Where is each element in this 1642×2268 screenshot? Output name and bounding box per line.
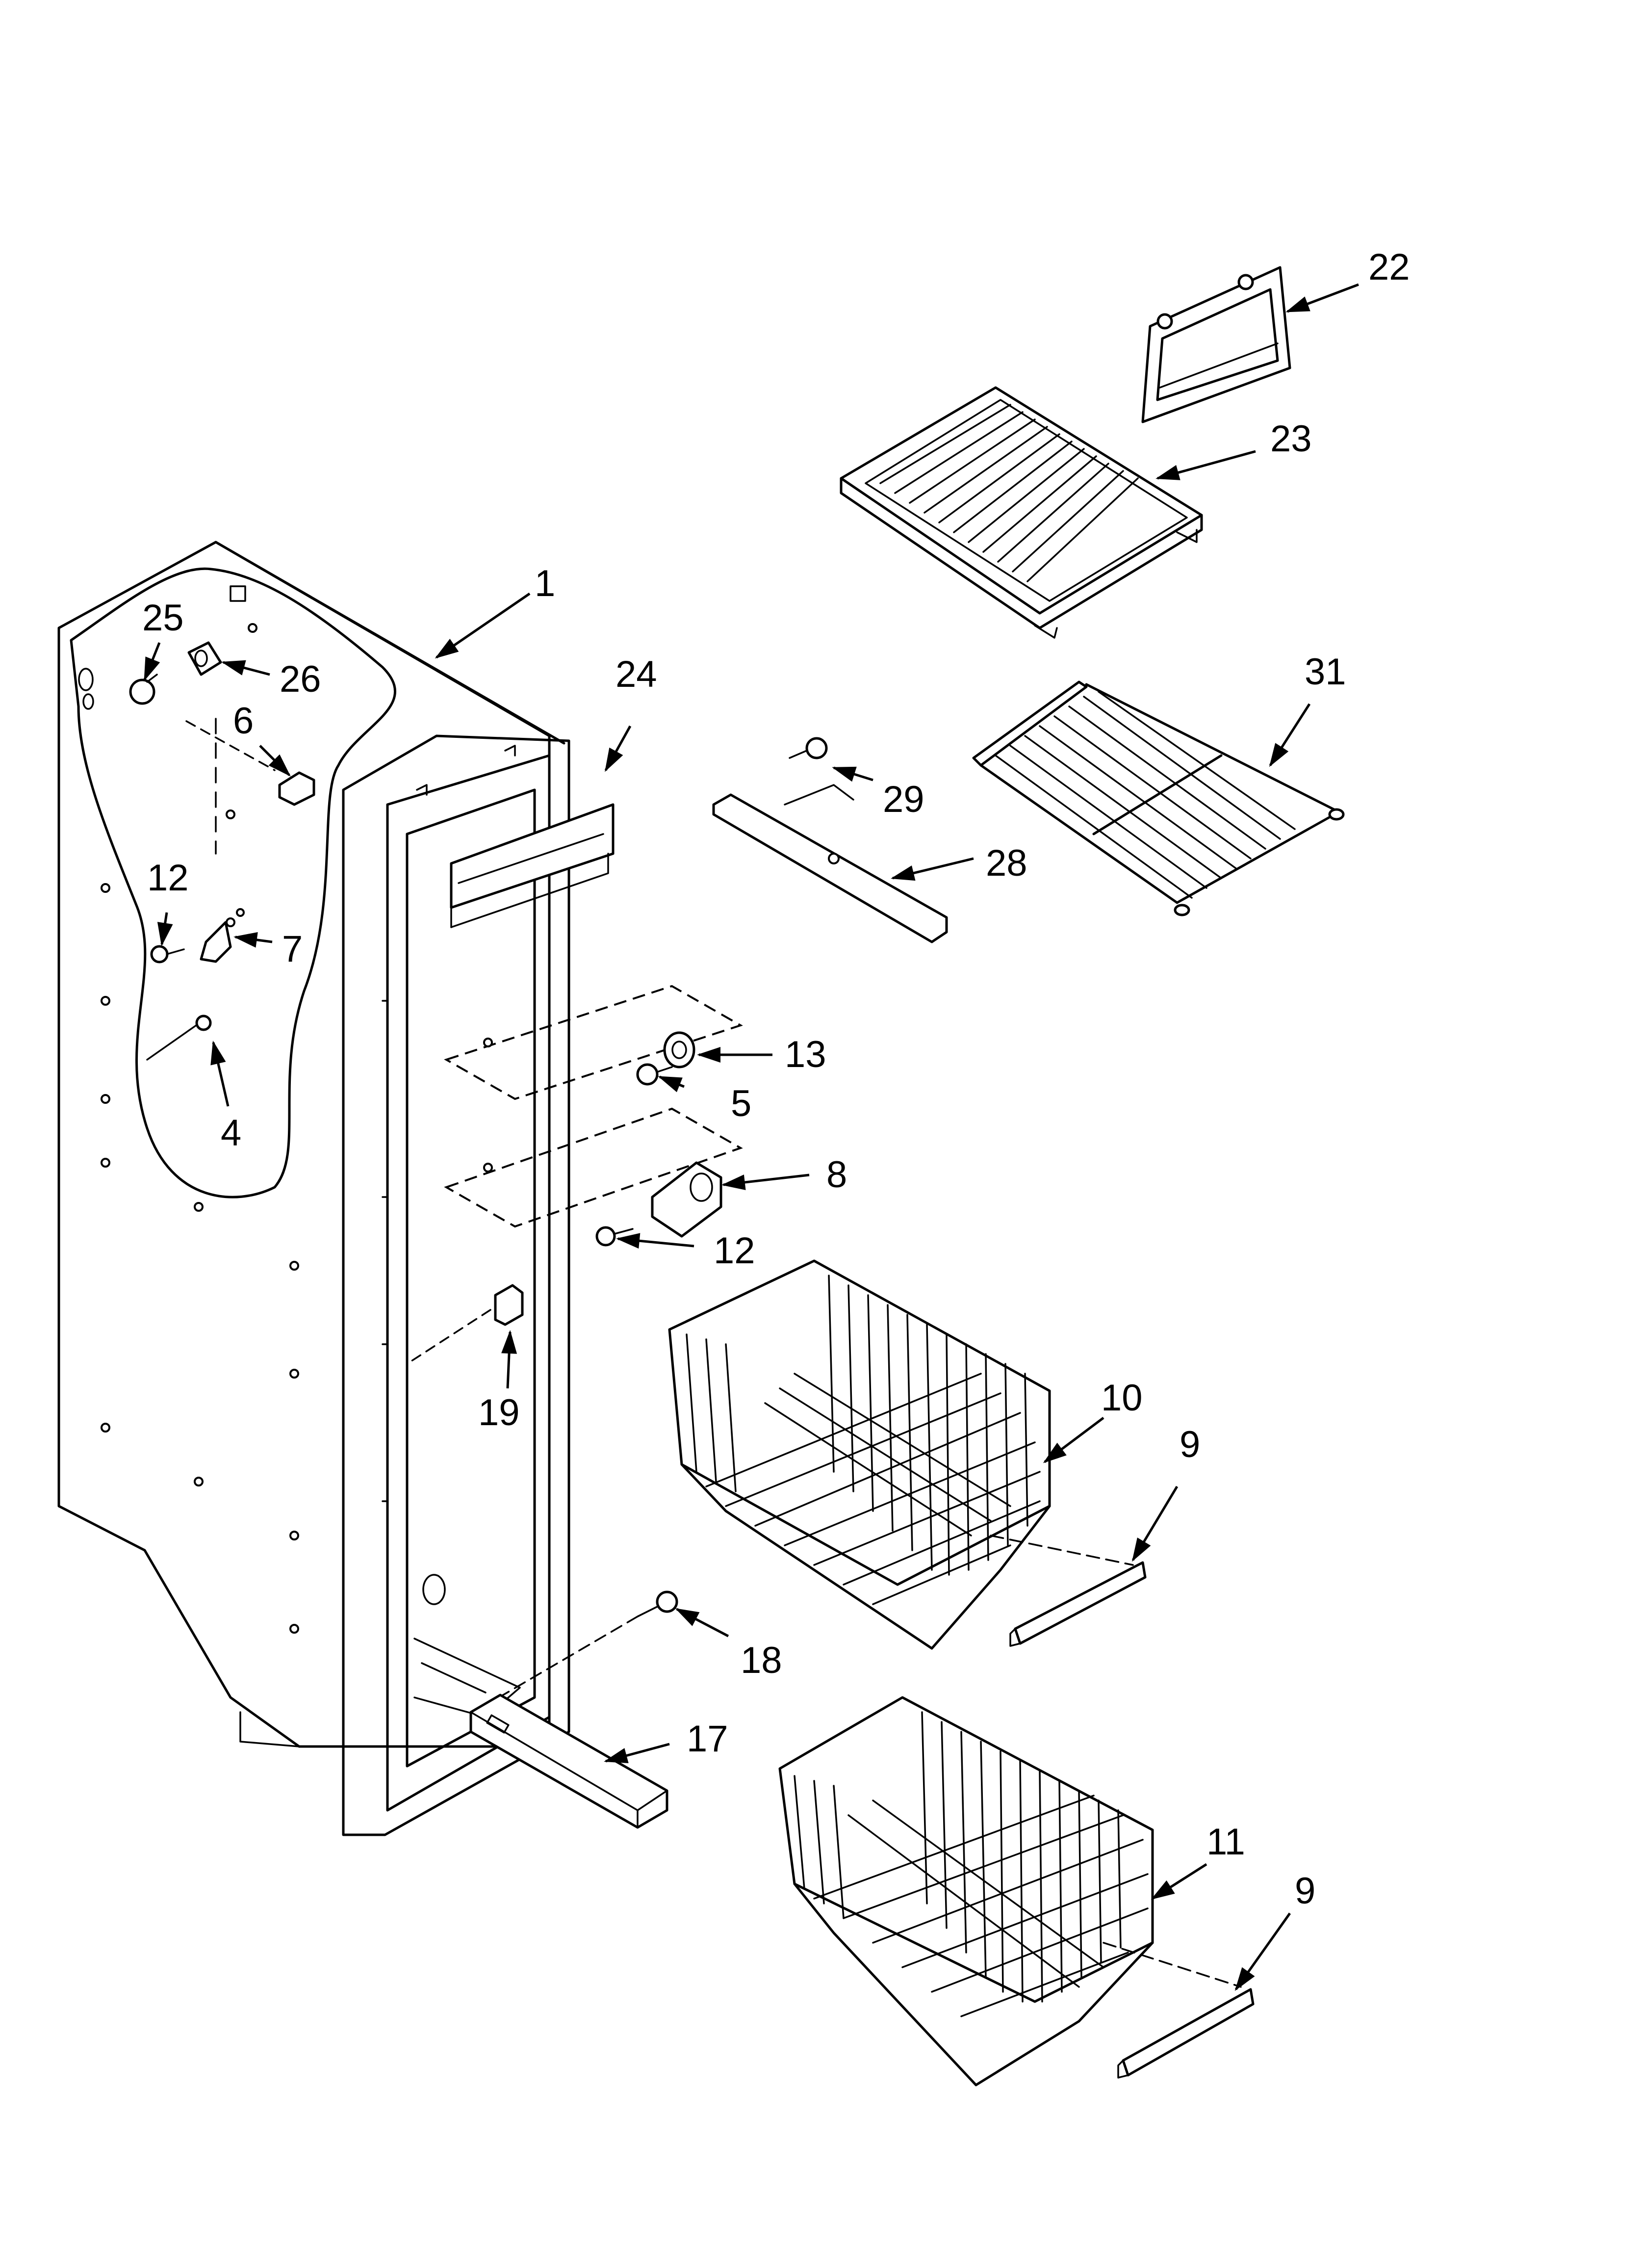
part-31-wire-shelf — [972, 680, 1345, 916]
mounting-outlines — [444, 985, 743, 1228]
part-7-bracket — [200, 908, 245, 963]
part-23-shelf — [840, 386, 1203, 639]
callout-6: 6 — [233, 700, 254, 742]
part-24-duct-cover — [450, 803, 615, 928]
part-4-screw — [146, 1015, 212, 1061]
freezer-liner-cabinet — [57, 541, 570, 1836]
part-12-screw-upper — [150, 945, 185, 964]
callout-9-upper: 9 — [1180, 1424, 1200, 1465]
part-28-shelf-support — [712, 784, 948, 943]
callout-12-upper: 12 — [147, 857, 189, 899]
callout-13: 13 — [785, 1034, 826, 1075]
part-29-screw — [789, 737, 828, 759]
part-8-hinge-block — [651, 1161, 722, 1238]
part-18-screw — [489, 1590, 678, 1703]
part-13-washer — [663, 1031, 695, 1069]
callout-leaders — [143, 283, 1359, 1991]
part-6-clip — [278, 771, 315, 806]
callout-28: 28 — [986, 842, 1027, 884]
part-12-screw-lower — [595, 1226, 634, 1247]
part-19-switch — [406, 1284, 524, 1365]
basket-11-wires — [794, 1711, 1149, 2017]
part-22-shelf-trim — [1141, 266, 1291, 423]
part-17-grille — [469, 1694, 668, 1829]
callout-31: 31 — [1305, 651, 1346, 693]
liner-holes — [101, 623, 299, 1634]
part-10-basket-upper — [668, 1259, 1134, 1650]
callout-5: 5 — [731, 1083, 751, 1124]
callout-29: 29 — [883, 779, 924, 820]
callout-4: 4 — [221, 1112, 241, 1154]
part-5-bolt — [636, 1063, 673, 1086]
callout-23: 23 — [1270, 418, 1312, 460]
part-26-lamp-socket — [187, 641, 222, 676]
callout-22: 22 — [1368, 246, 1410, 288]
callout-9-lower: 9 — [1295, 1870, 1315, 1912]
basket-10-wires — [686, 1275, 1041, 1605]
callout-25: 25 — [142, 597, 184, 639]
callout-26: 26 — [280, 658, 321, 700]
callout-1: 1 — [535, 563, 555, 604]
callout-19: 19 — [478, 1392, 520, 1434]
callout-10: 10 — [1101, 1377, 1143, 1419]
callout-24: 24 — [616, 653, 657, 695]
shelf-23-bars — [879, 404, 1139, 582]
callout-12-lower: 12 — [714, 1230, 755, 1272]
part-9-basket-handle-upper — [1009, 1561, 1147, 1647]
part-9-basket-handle-lower — [1117, 1988, 1255, 2079]
shelf-31-wires — [995, 691, 1296, 899]
callout-labels: 22 23 1 24 25 26 6 31 29 28 12 7 13 5 4 … — [142, 246, 1410, 1912]
callout-7: 7 — [282, 928, 303, 970]
callout-11: 11 — [1206, 1821, 1245, 1863]
callout-8: 8 — [826, 1154, 847, 1196]
callout-18: 18 — [741, 1640, 782, 1681]
part-11-basket-lower — [778, 1696, 1242, 2086]
callout-17: 17 — [687, 1718, 728, 1760]
